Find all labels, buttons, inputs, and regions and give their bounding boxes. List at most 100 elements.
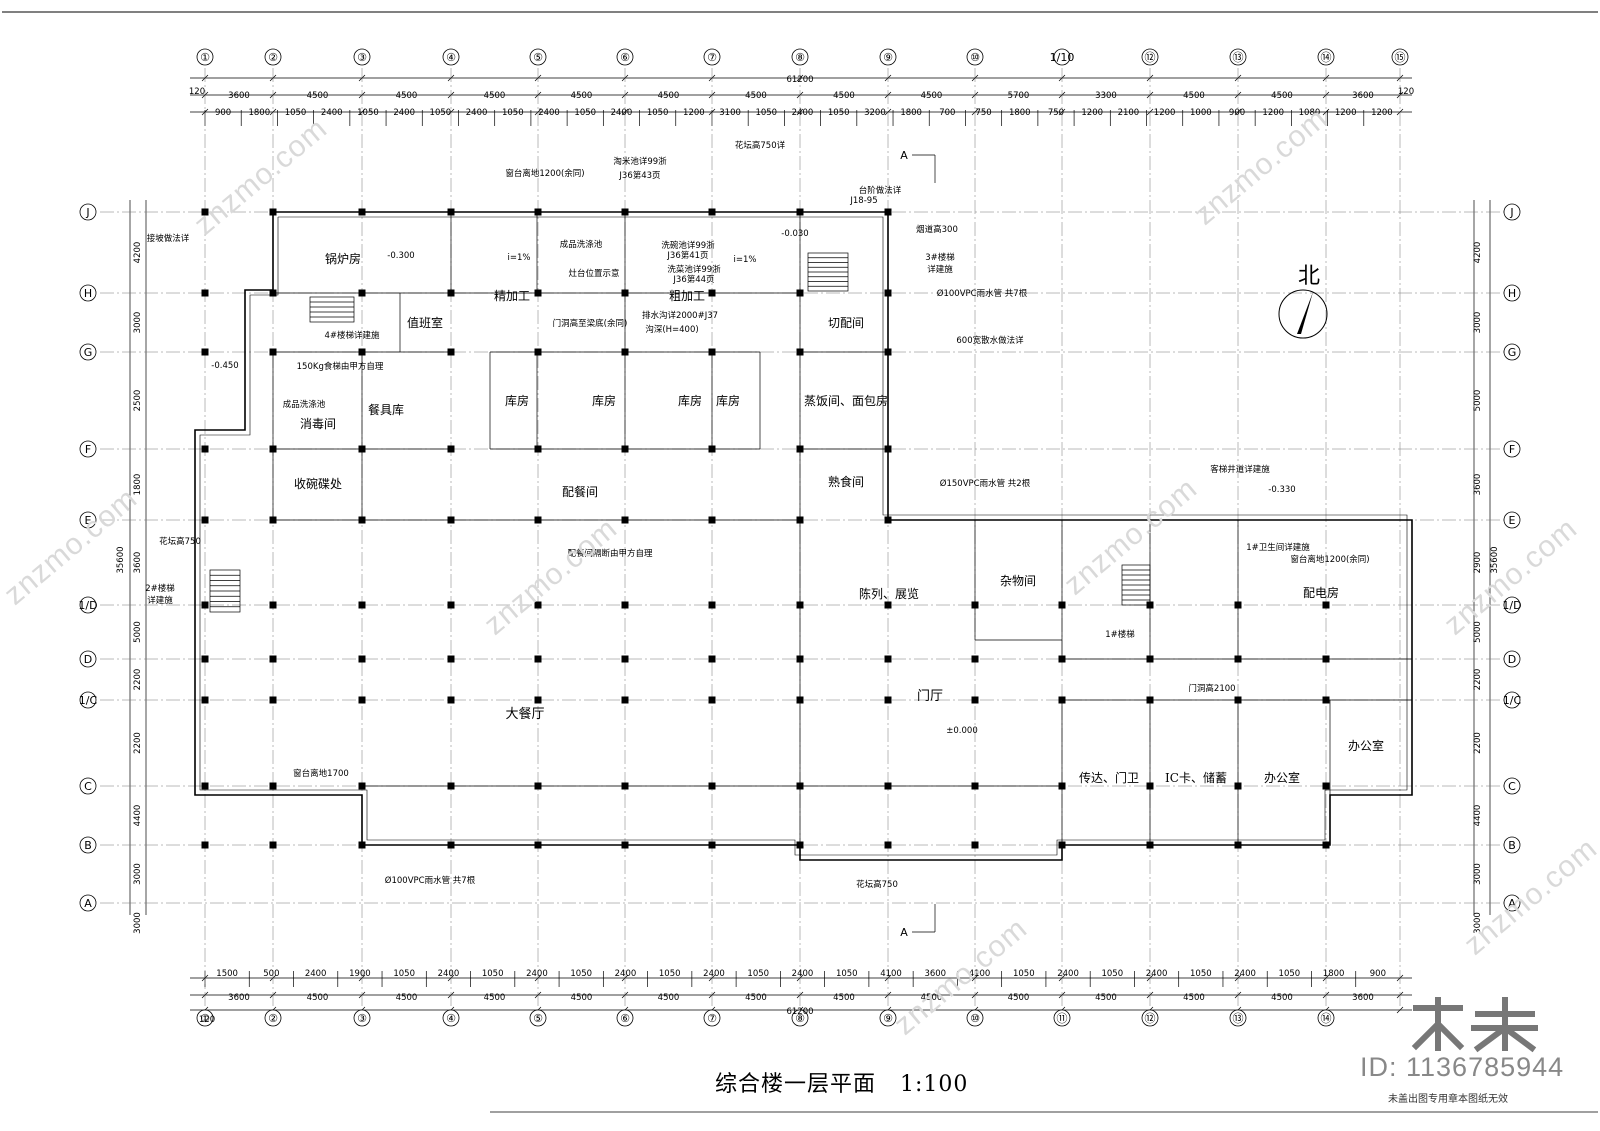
axis-bubble-top: ④ bbox=[442, 48, 460, 66]
dim-edge: 120 bbox=[189, 87, 205, 97]
dim-window-top: 1050 bbox=[430, 108, 452, 118]
axis-label: ⑭ bbox=[1321, 51, 1332, 64]
dim-window-bottom: 1050 bbox=[1279, 969, 1301, 979]
dim-bay-bottom: 3600 bbox=[1352, 993, 1374, 1003]
north-label: 北 bbox=[1298, 264, 1321, 289]
axis-bubble-bottom: ⑤ bbox=[529, 1009, 547, 1027]
annotation-text: 配餐间隔断由甲方自理 bbox=[567, 548, 653, 559]
dim-bay-bottom: 4500 bbox=[571, 993, 593, 1003]
axis-label: ① bbox=[200, 51, 210, 64]
dim-window-bottom: 2400 bbox=[615, 969, 637, 979]
annotation-text: i=1% bbox=[508, 253, 531, 263]
axis-bubble-top: ⑤ bbox=[529, 48, 547, 66]
dim-window-top: 750 bbox=[975, 108, 991, 118]
dim-window-top: 1080 bbox=[1299, 108, 1321, 118]
dim-window-top: 2400 bbox=[393, 108, 415, 118]
dim-window-top: 2100 bbox=[1118, 108, 1140, 118]
axis-bubble-bottom: ① bbox=[196, 1009, 214, 1027]
axis-bubble-bottom: ② bbox=[264, 1009, 282, 1027]
room-label: 蒸饭间、面包房 bbox=[804, 393, 888, 408]
dim-window-top: 1200 bbox=[1154, 108, 1176, 118]
axis-bubble-right: E bbox=[1503, 511, 1521, 529]
axis-label: ⑦ bbox=[707, 1012, 717, 1025]
dim-bay-top: 4500 bbox=[571, 91, 593, 101]
dim-window-top: 1050 bbox=[647, 108, 669, 118]
axis-bubble-left: G bbox=[79, 343, 97, 361]
dim-window-bottom: 2400 bbox=[792, 969, 814, 979]
dim-left: 2500 bbox=[133, 390, 143, 412]
axis-label: J bbox=[1509, 206, 1513, 219]
annotation-text: 详建施 bbox=[927, 264, 953, 275]
room-label: 库房 bbox=[592, 393, 616, 408]
dim-bay-bottom: 4500 bbox=[307, 993, 329, 1003]
room-label: 熟食间 bbox=[828, 474, 864, 489]
room-label: 门厅 bbox=[917, 689, 943, 704]
annotation-text: 接坡做法详 bbox=[147, 233, 190, 244]
annotation-text: Ø100VPC雨水管 共7根 bbox=[385, 875, 476, 886]
dim-bay-top: 4500 bbox=[833, 91, 855, 101]
room-label: 配电房 bbox=[1303, 585, 1339, 600]
axis-bubble-bottom: ⑪ bbox=[1053, 1009, 1071, 1027]
axis-bubble-bottom: ⑩ bbox=[966, 1009, 984, 1027]
axis-label: ⑬ bbox=[1233, 51, 1244, 64]
axis-bubble-left: C bbox=[79, 777, 97, 795]
logo-icon bbox=[1411, 997, 1538, 1053]
dim-window-bottom: 2400 bbox=[438, 969, 460, 979]
axis-label: G bbox=[1508, 346, 1517, 359]
title-text: 综合楼一层平面 bbox=[715, 1072, 877, 1097]
drawing-title: 综合楼一层平面 1:100 bbox=[715, 1066, 968, 1098]
axis-label: 1/10 bbox=[1050, 51, 1075, 64]
annotation-text: J36第43页 bbox=[618, 170, 660, 181]
dim-left: 3000 bbox=[133, 312, 143, 334]
axis-label: B bbox=[1508, 839, 1516, 852]
dim-window-bottom: 2400 bbox=[305, 969, 327, 979]
dim-window-bottom: 1050 bbox=[1190, 969, 1212, 979]
dim-window-top: 1200 bbox=[1081, 108, 1103, 118]
axis-bubble-left: H bbox=[79, 284, 97, 302]
dim-left: 2200 bbox=[133, 732, 143, 754]
disclaimer-text: 未盖出图专用章本图纸无效 bbox=[1388, 1094, 1508, 1105]
dim-bay-bottom: 4500 bbox=[1271, 993, 1293, 1003]
annotation-text: 3#楼梯 bbox=[925, 252, 955, 263]
dim-bay-bottom: 4500 bbox=[833, 993, 855, 1003]
dim-window-top: 900 bbox=[1229, 108, 1245, 118]
annotation-text: -0.300 bbox=[387, 251, 414, 261]
axis-label: E bbox=[1509, 514, 1516, 527]
dim-window-bottom: 500 bbox=[263, 969, 279, 979]
dim-window-bottom: 3600 bbox=[924, 969, 946, 979]
dim-right: 3000 bbox=[1473, 863, 1483, 885]
dim-window-top: 700 bbox=[939, 108, 955, 118]
room-label: IC卡、储蓄 bbox=[1165, 770, 1227, 785]
dim-window-top: 2400 bbox=[792, 108, 814, 118]
annotation-text: 150Kg食梯由甲方自理 bbox=[297, 361, 384, 372]
dim-right: 3600 bbox=[1473, 474, 1483, 496]
dim-window-top: 3200 bbox=[864, 108, 886, 118]
axis-bubble-top: 1/10 bbox=[1050, 48, 1075, 66]
section-mark: A bbox=[900, 149, 908, 162]
annotation-text: 洗菜池详99浙 bbox=[667, 264, 721, 275]
dim-window-bottom: 1050 bbox=[836, 969, 858, 979]
axis-label: ⑩ bbox=[970, 1012, 980, 1025]
dim-window-top: 1050 bbox=[285, 108, 307, 118]
room-label: 库房 bbox=[716, 393, 740, 408]
dim-window-top: 900 bbox=[215, 108, 231, 118]
axis-bubble-right: H bbox=[1503, 284, 1521, 302]
axis-label: A bbox=[1508, 897, 1516, 910]
annotation-text: J36第44页 bbox=[672, 274, 714, 285]
dim-bay-top: 4500 bbox=[745, 91, 767, 101]
annotation-text: 详建施 bbox=[147, 595, 173, 606]
dim-window-bottom: 2400 bbox=[1146, 969, 1168, 979]
axis-label: ⑫ bbox=[1145, 1012, 1156, 1025]
axis-bubble-top: ⑭ bbox=[1317, 48, 1335, 66]
axis-label: ③ bbox=[357, 51, 367, 64]
axis-bubble-left: E bbox=[79, 511, 97, 529]
axis-label: H bbox=[1508, 287, 1516, 300]
annotation-text: 成品洗涤池 bbox=[560, 239, 603, 250]
room-label: 库房 bbox=[678, 393, 702, 408]
dim-left: 3600 bbox=[133, 552, 143, 574]
dim-window-top: 2400 bbox=[538, 108, 560, 118]
axis-label: A bbox=[84, 897, 92, 910]
axis-label: B bbox=[84, 839, 92, 852]
axis-label: ⑪ bbox=[1057, 1012, 1068, 1025]
scale-text: 1:100 bbox=[900, 1072, 969, 1097]
